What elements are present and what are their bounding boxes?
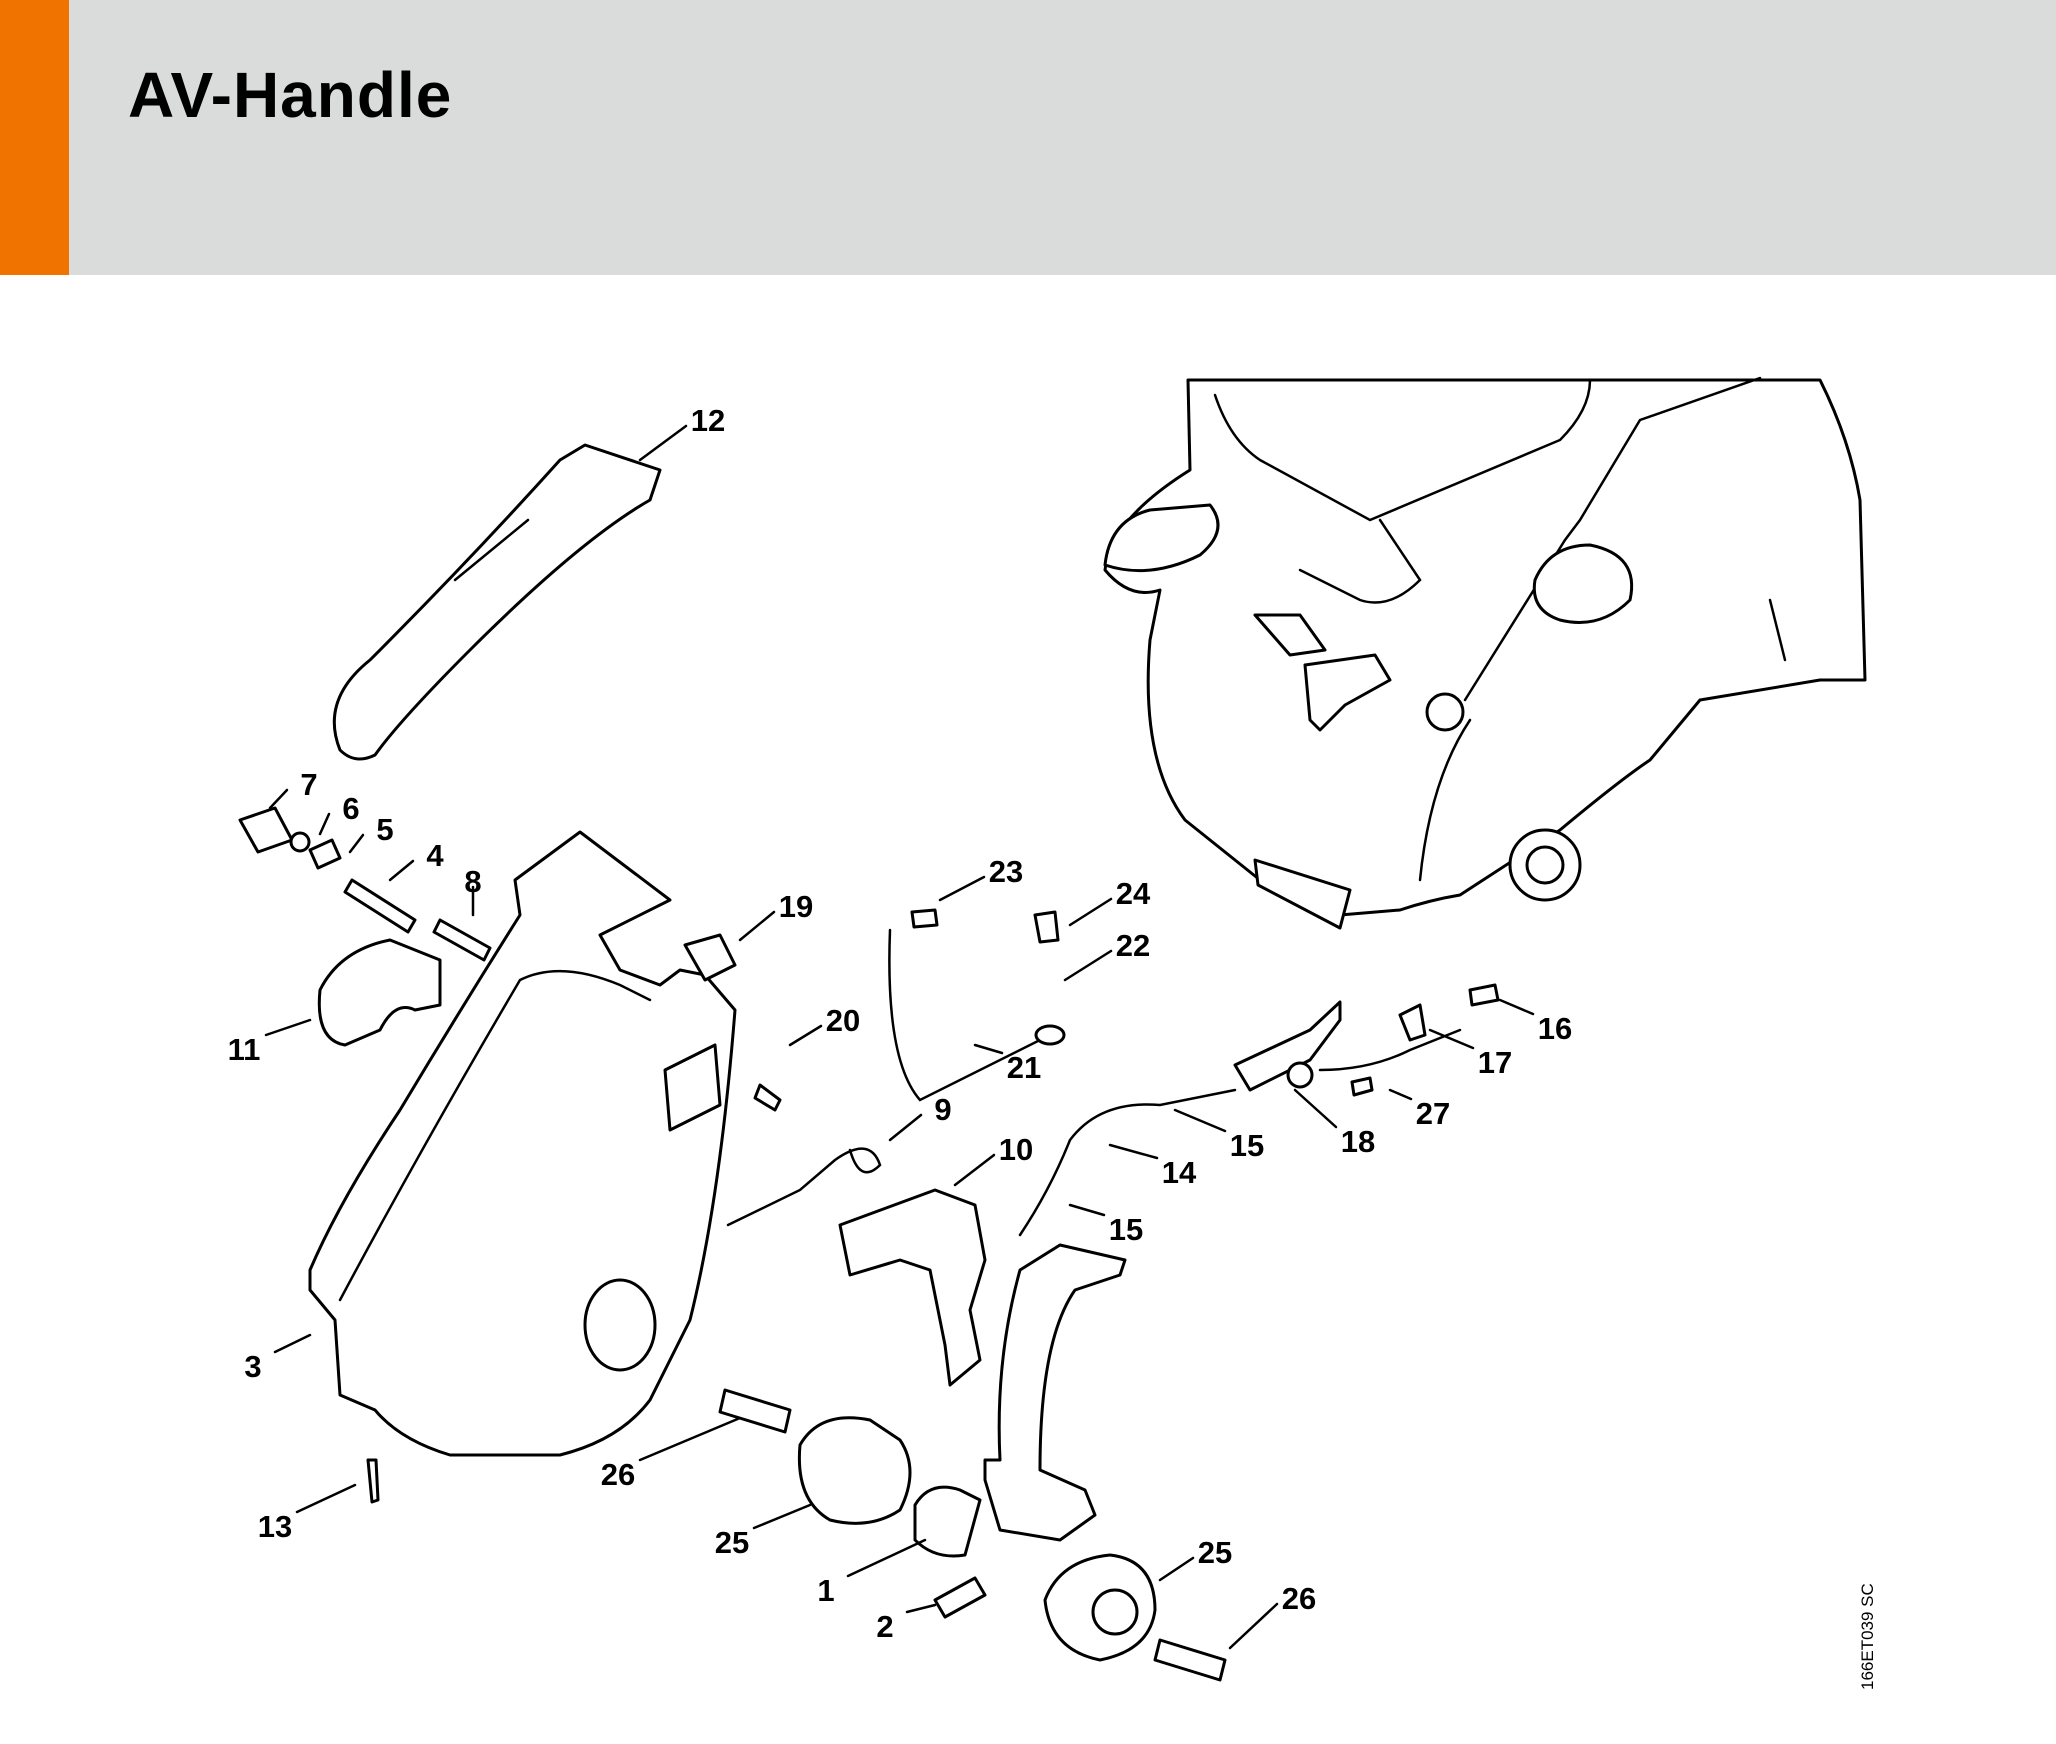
leader-line-17 <box>1428 1028 1475 1050</box>
leader-line-3 <box>273 1333 312 1354</box>
callout-12: 12 <box>691 403 725 438</box>
callout-21: 21 <box>1007 1050 1041 1085</box>
callout-24: 24 <box>1116 876 1151 911</box>
header-bar: AV-Handle <box>0 0 2056 275</box>
part-25-annular-buffer <box>797 1416 912 1525</box>
callout-26: 26 <box>1282 1581 1316 1616</box>
callout-23: 23 <box>989 854 1023 889</box>
small-parts-left <box>238 806 782 1504</box>
callout-labels: 1276548191120232422211617271815141591032… <box>228 403 1572 1650</box>
callout-15: 15 <box>1109 1212 1143 1247</box>
callout-20: 20 <box>826 1003 860 1038</box>
leader-line-10 <box>953 1153 996 1187</box>
leader-line-25 <box>1158 1556 1195 1582</box>
leader-line-21 <box>973 1043 1004 1055</box>
part-9-spring <box>726 1147 882 1227</box>
callout-3: 3 <box>244 1349 261 1384</box>
leader-line-22 <box>1063 949 1113 982</box>
leader-line-13 <box>295 1483 357 1514</box>
callout-15: 15 <box>1230 1128 1264 1163</box>
part-12-handle-cover <box>332 443 662 761</box>
leader-line-14 <box>1108 1143 1159 1160</box>
callout-19: 19 <box>779 889 813 924</box>
callout-1: 1 <box>817 1573 834 1608</box>
accent-stripe <box>0 0 69 275</box>
leader-line-26 <box>638 1416 742 1462</box>
part-1-support-bracket <box>983 1243 1127 1542</box>
callout-22: 22 <box>1116 928 1150 963</box>
callout-25: 25 <box>715 1525 749 1560</box>
callout-11: 11 <box>228 1032 261 1067</box>
leader-line-9 <box>888 1113 923 1142</box>
callout-8: 8 <box>464 864 481 899</box>
callout-16: 16 <box>1538 1011 1572 1046</box>
callout-27: 27 <box>1416 1096 1450 1131</box>
callout-18: 18 <box>1341 1124 1375 1159</box>
page-title: AV-Handle <box>128 59 453 131</box>
callout-13: 13 <box>258 1509 292 1544</box>
leader-line-7 <box>268 788 289 810</box>
callout-5: 5 <box>376 812 393 847</box>
callout-17: 17 <box>1478 1045 1512 1080</box>
leader-line-24 <box>1068 897 1113 927</box>
callout-26: 26 <box>601 1457 635 1492</box>
drawing-code: 166ET039 SC <box>1858 1583 1877 1690</box>
leader-line-25 <box>752 1503 812 1530</box>
leader-line-20 <box>788 1024 823 1047</box>
part-21-ground-cable <box>888 928 1042 1102</box>
leader-line-15 <box>1068 1203 1106 1217</box>
leader-line-19 <box>738 910 776 942</box>
leader-line-11 <box>264 1018 312 1037</box>
leader-line-5 <box>348 833 365 854</box>
leader-line-6 <box>318 812 331 836</box>
leader-line-18 <box>1293 1088 1338 1129</box>
leader-line-16 <box>1498 998 1535 1016</box>
leader-line-15 <box>1173 1108 1227 1133</box>
leader-line-26 <box>1228 1602 1279 1650</box>
callout-14: 14 <box>1162 1155 1197 1190</box>
engine-housing-drawing <box>1103 376 1867 930</box>
leader-line-23 <box>938 875 986 902</box>
leader-line-12 <box>638 424 688 462</box>
part-14-throttle-cable <box>1018 1088 1237 1237</box>
callout-9: 9 <box>934 1092 951 1127</box>
leader-line-1 <box>846 1538 927 1578</box>
callout-10: 10 <box>999 1132 1033 1167</box>
callout-2: 2 <box>876 1609 893 1644</box>
callout-4: 4 <box>426 838 444 873</box>
callout-25: 25 <box>1198 1535 1232 1570</box>
leader-line-2 <box>905 1603 937 1614</box>
part-10-throttle-trigger <box>838 1188 987 1387</box>
leader-line-27 <box>1388 1088 1413 1101</box>
callout-7: 7 <box>300 767 317 802</box>
callout-6: 6 <box>342 791 359 826</box>
part-3-handle-housing <box>308 830 737 1457</box>
leader-line-4 <box>388 859 415 882</box>
